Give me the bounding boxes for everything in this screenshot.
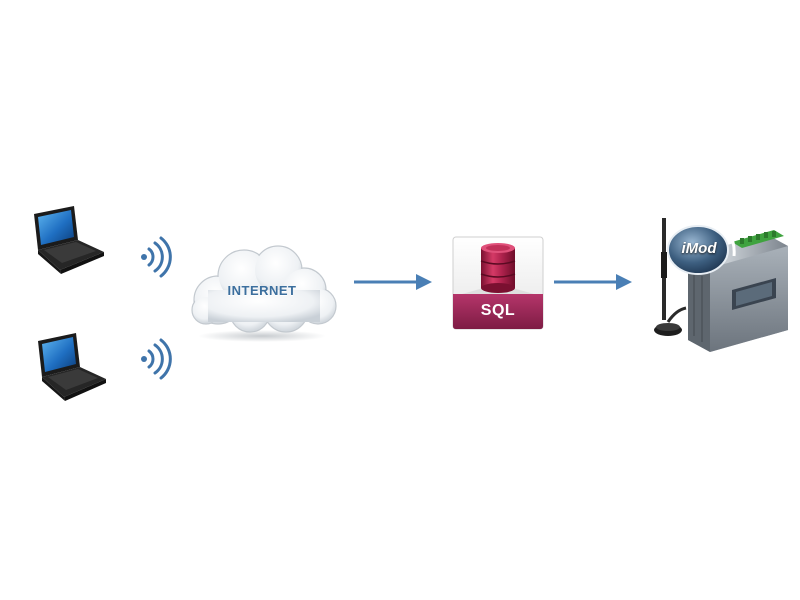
imod-device-icon: [646, 212, 792, 360]
database-label: SQL: [480, 302, 516, 319]
arrow-right-icon: [552, 272, 634, 292]
cloud-icon: [186, 240, 342, 344]
arrow-right-icon: [352, 272, 434, 292]
wireless-signal-icon: [138, 236, 172, 278]
laptop-icon: [28, 325, 114, 409]
cloud-label: INTERNET: [227, 283, 297, 298]
laptop-icon: [20, 200, 112, 284]
device-label: iMod: [681, 240, 717, 257]
wireless-signal-icon: [138, 338, 172, 380]
database-icon: [452, 236, 544, 330]
